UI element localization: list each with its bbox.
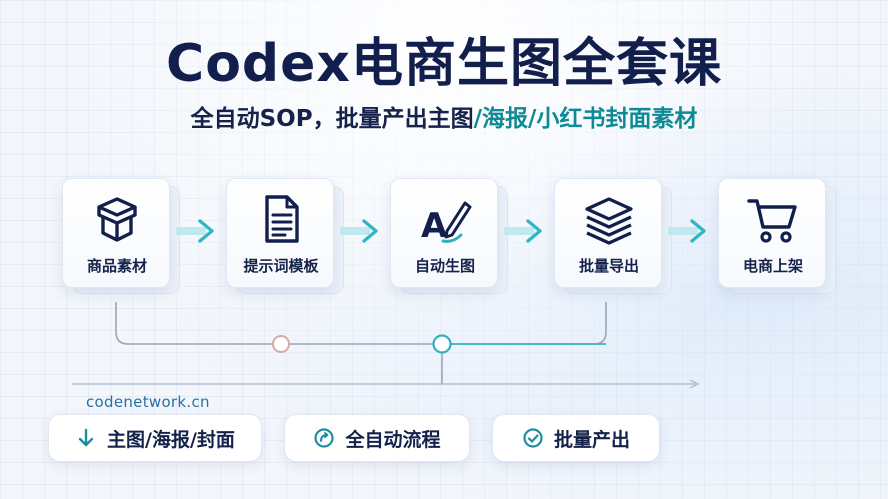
document-icon	[265, 195, 299, 243]
page-subtitle: 全自动SOP，批量产出主图/海报/小红书封面素材	[0, 102, 888, 136]
subtitle-highlight: /海报/小红书封面素材	[473, 106, 698, 132]
step-label: 自动生图	[414, 257, 475, 275]
step-card: 提示词模板	[226, 178, 334, 288]
step-card: 商品素材	[62, 178, 170, 288]
layers-icon	[585, 197, 633, 245]
step-batch-export[interactable]: 批量导出	[554, 178, 672, 294]
step-label: 商品素材	[86, 257, 147, 275]
box-icon	[97, 197, 137, 242]
feature-label: 主图/海报/封面	[107, 428, 235, 451]
feature-label: 全自动流程	[345, 428, 441, 451]
feature-pill-outputs: 主图/海报/封面	[48, 414, 262, 462]
step-ecommerce-listing[interactable]: 电商上架	[718, 178, 836, 294]
check-circle-icon	[523, 428, 543, 448]
step-card: 批量导出	[554, 178, 662, 288]
feature-pill-automation: 全自动流程	[284, 414, 470, 462]
node-dot-center	[432, 334, 452, 354]
shopping-cart-icon	[747, 199, 797, 243]
node-dot-left	[272, 335, 290, 353]
arrow-down-icon	[78, 428, 94, 447]
step-label: 提示词模板	[243, 257, 319, 275]
step-label: 批量导出	[578, 257, 639, 275]
step-card: 电商上架	[718, 178, 826, 288]
step-auto-generate[interactable]: A 自动生图	[390, 178, 508, 294]
step-prompt-template[interactable]: 提示词模板	[226, 178, 344, 294]
svg-text:A: A	[421, 206, 448, 245]
page-title: Codex电商生图全套课	[166, 34, 722, 94]
step-card: A 自动生图	[390, 178, 498, 288]
site-url: codenetwork.cn	[86, 393, 210, 411]
subtitle-main: 全自动SOP，批量产出主图	[190, 106, 474, 132]
loop-icon	[314, 428, 335, 448]
feature-pill-batch: 批量产出	[492, 414, 660, 462]
feature-label: 批量产出	[553, 428, 630, 451]
step-label: 电商上架	[742, 257, 803, 275]
step-product-material[interactable]: 商品素材	[62, 178, 180, 294]
ai-pen-icon: A	[421, 201, 472, 245]
